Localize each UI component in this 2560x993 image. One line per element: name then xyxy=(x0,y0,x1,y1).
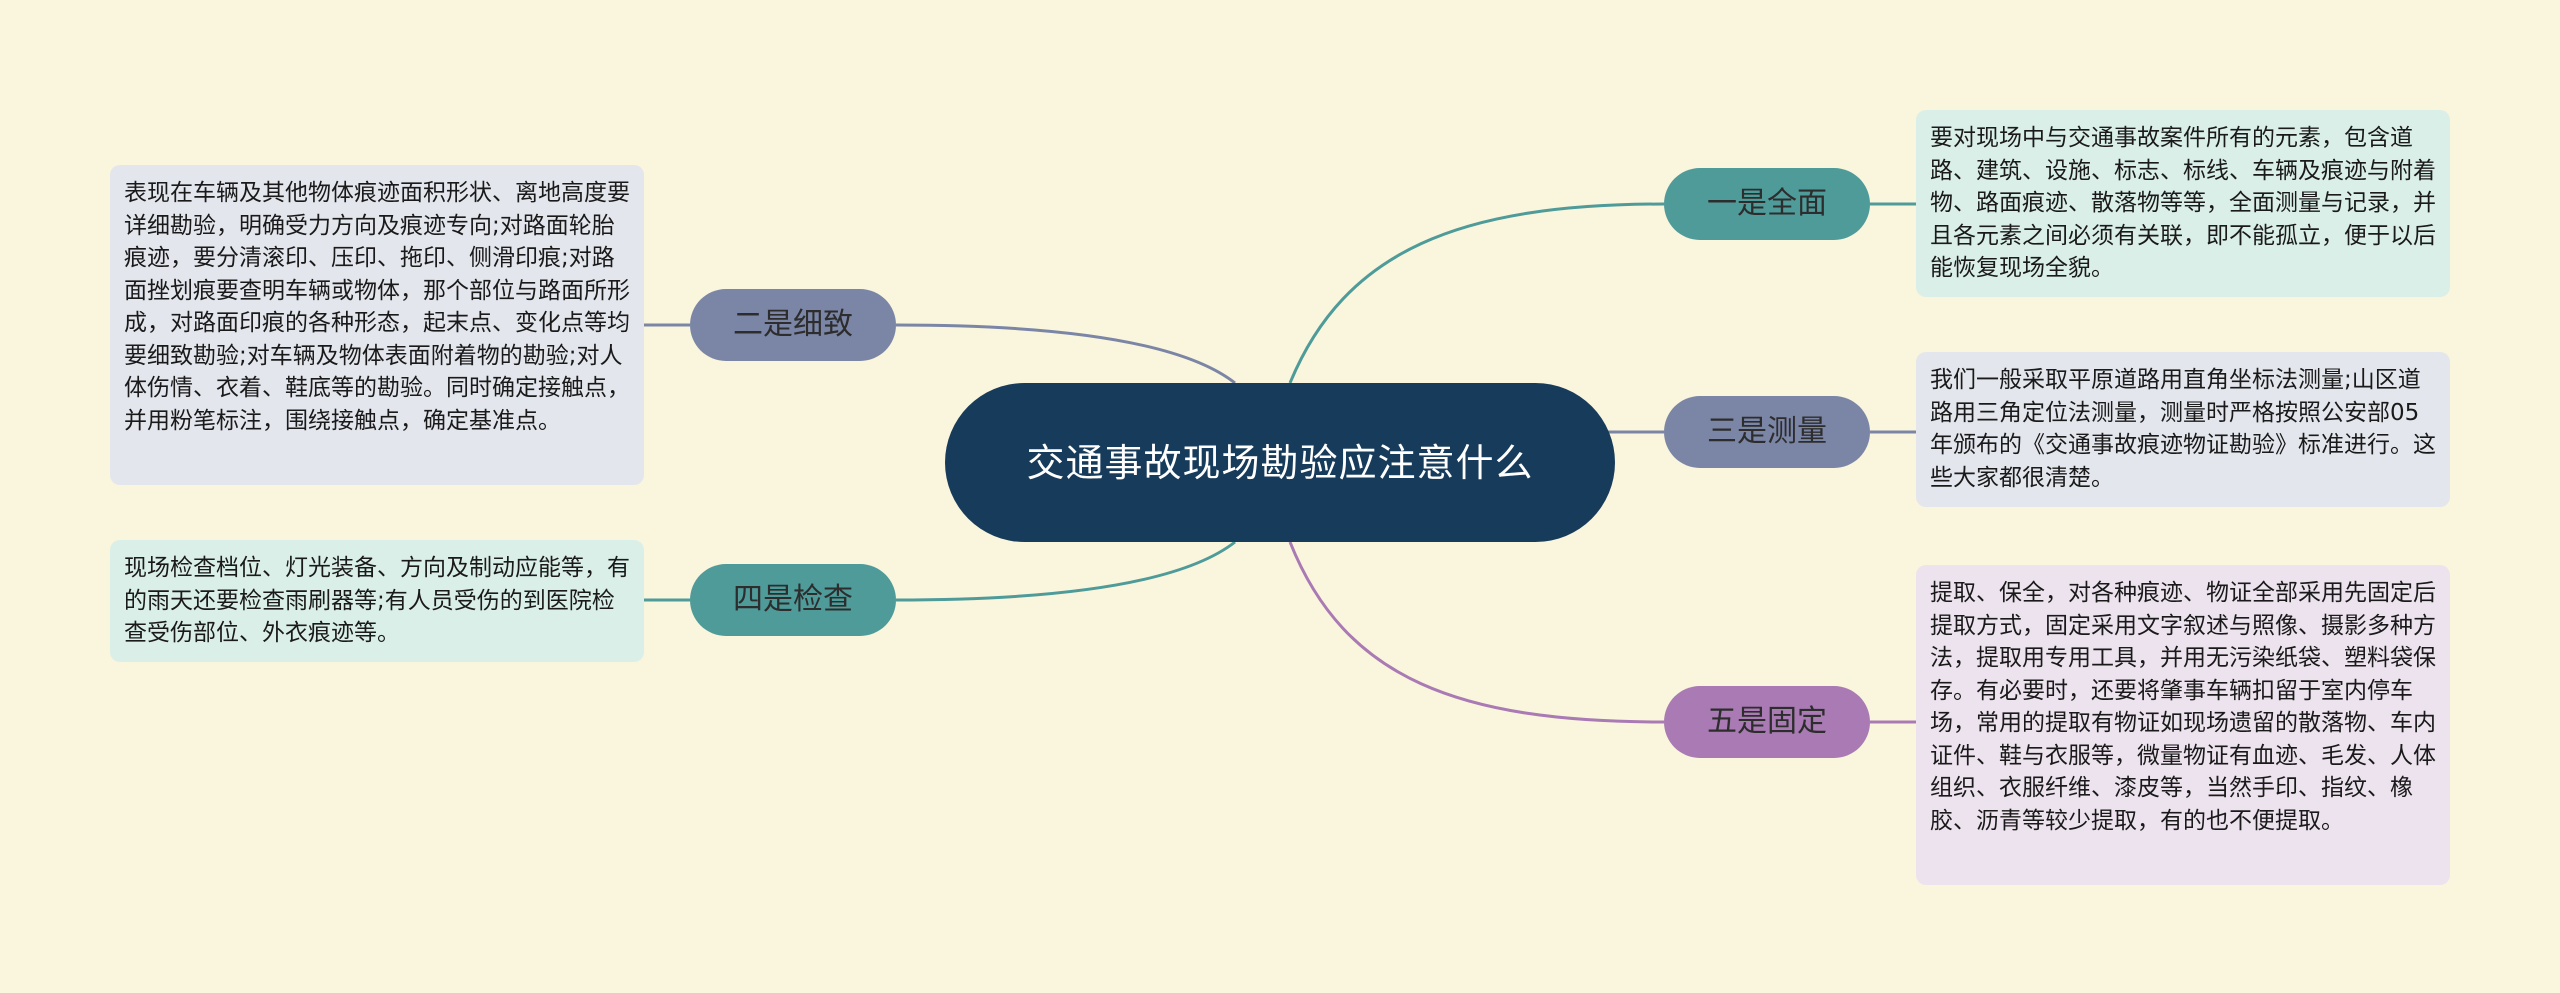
edge-root-fix xyxy=(1288,541,1665,724)
branch-label-inspect: 四是检查 xyxy=(733,582,853,617)
detail-text-fix: 提取、保全，对各种痕迹、物证全部采用先固定后提取方式，固定采用文字叙述与照像、摄… xyxy=(1930,580,2436,834)
detail-box-measure: 我们一般采取平原道路用直角坐标法测量;山区道路用三角定位法测量，测量时严格按照公… xyxy=(1916,352,2450,507)
detail-box-full: 要对现场中与交通事故案件所有的元素，包含道路、建筑、设施、标志、标线、车辆及痕迹… xyxy=(1916,110,2450,297)
branch-inspect[interactable]: 四是检查 xyxy=(690,564,896,636)
edge-root-full xyxy=(1288,202,1665,384)
branch-full[interactable]: 一是全面 xyxy=(1664,168,1870,240)
detail-box-inspect: 现场检查档位、灯光装备、方向及制动应能等，有的雨天还要检查雨刷器等;有人员受伤的… xyxy=(110,540,644,662)
branch-label-detail-check: 二是细致 xyxy=(733,307,853,342)
detail-box-fix: 提取、保全，对各种痕迹、物证全部采用先固定后提取方式，固定采用文字叙述与照像、摄… xyxy=(1916,565,2450,885)
branch-label-full: 一是全面 xyxy=(1707,186,1827,221)
branch-label-fix: 五是固定 xyxy=(1707,704,1827,739)
detail-text-inspect: 现场检查档位、灯光装备、方向及制动应能等，有的雨天还要检查雨刷器等;有人员受伤的… xyxy=(124,555,630,646)
branch-label-measure: 三是测量 xyxy=(1707,414,1827,449)
root-title: 交通事故现场勘验应注意什么 xyxy=(1026,440,1534,485)
detail-text-detail-check: 表现在车辆及其他物体痕迹面积形状、离地高度要详细勘验，明确受力方向及痕迹专向;对… xyxy=(124,180,630,434)
edge-root-inspect xyxy=(895,540,1236,602)
branch-measure[interactable]: 三是测量 xyxy=(1664,396,1870,468)
root-topic[interactable]: 交通事故现场勘验应注意什么 xyxy=(945,383,1615,542)
branch-detail-check[interactable]: 二是细致 xyxy=(690,289,896,361)
detail-text-full: 要对现场中与交通事故案件所有的元素，包含道路、建筑、设施、标志、标线、车辆及痕迹… xyxy=(1930,125,2436,281)
edge-root-detail xyxy=(895,323,1236,385)
branch-fix[interactable]: 五是固定 xyxy=(1664,686,1870,758)
detail-text-measure: 我们一般采取平原道路用直角坐标法测量;山区道路用三角定位法测量，测量时严格按照公… xyxy=(1930,367,2436,491)
detail-box-detail-check: 表现在车辆及其他物体痕迹面积形状、离地高度要详细勘验，明确受力方向及痕迹专向;对… xyxy=(110,165,644,485)
